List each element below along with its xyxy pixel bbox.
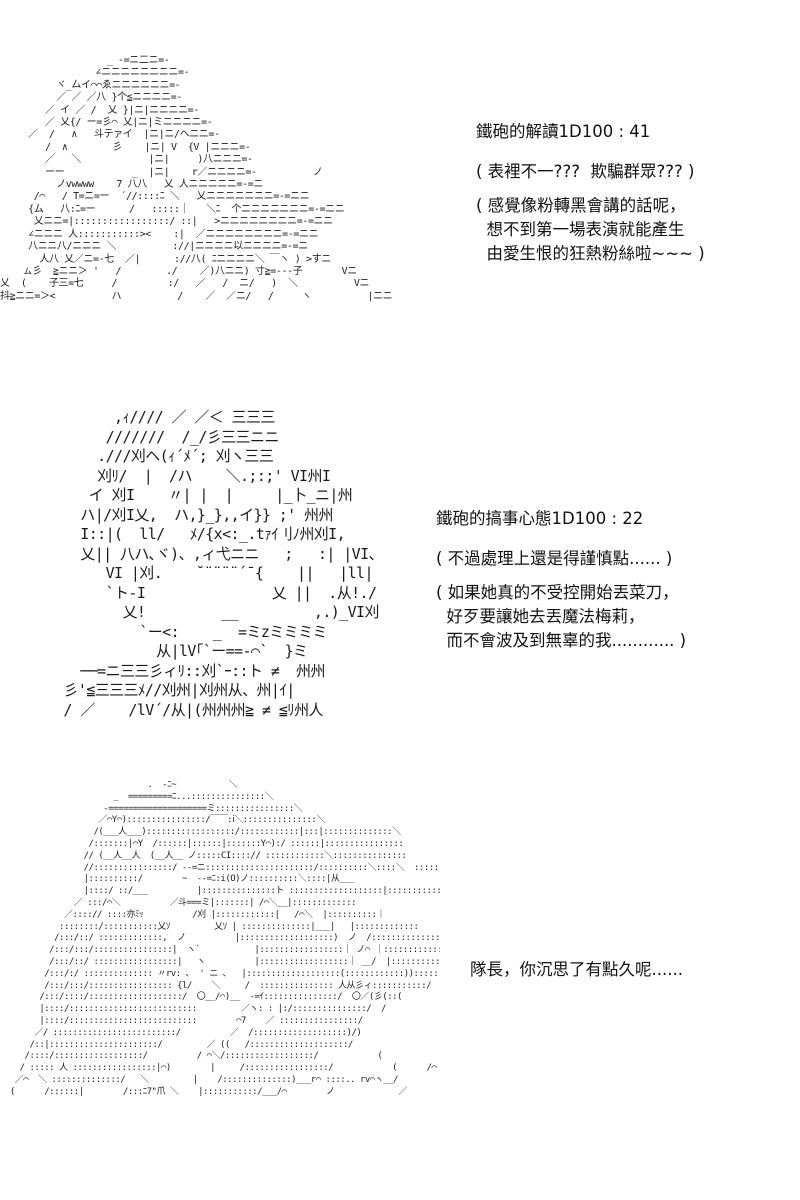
panel-3: . -ﾆ~ ￣￣￣￣￣ ＼ _ =========ﾆ...:::::::::::… (0, 775, 800, 1200)
dice-roll-text: 鐵砲的搞事心態1D100 : 22 (436, 509, 644, 528)
dice-roll-text: 鐵砲的解讀1D100 : 41 (476, 122, 651, 141)
panel-2: ,ｨ//// ／ ／＜ 三三三 /////// /_/彡三三ニニ .///刈ヘ(… (0, 390, 800, 770)
dialogue-block-2: 鐵砲的搞事心態1D100 : 22 ( 不過處理上還是得謹慎點...... ) … (436, 507, 686, 653)
dialogue-text: 隊長，你沉思了有點久呢...... (470, 960, 683, 979)
aside-text: ( 不過處理上還是得謹慎點...... ) (436, 549, 673, 568)
aside-text: ( 表裡不一??? 欺騙群眾??? ) (476, 162, 695, 181)
ascii-art-girl-hat: . -ﾆ~ ￣￣￣￣￣ ＼ _ =========ﾆ...:::::::::::… (9, 780, 440, 1097)
dialogue-block-3: 隊長，你沉思了有點久呢...... (470, 958, 683, 982)
panel-1: _ -=ニ二ニ=- ∠ニニニニニニニニ=- ヾ_厶イ⌒⌒ゑニニニニニニ=- ／ … (0, 0, 800, 380)
ascii-art-girl-long-hair: _ -=ニ二ニ=- ∠ニニニニニニニニ=- ヾ_厶イ⌒⌒ゑニニニニニニ=- ／ … (0, 55, 393, 302)
ascii-art-girl-smirk: ,ｨ//// ／ ／＜ 三三三 /////// /_/彡三三ニニ .///刈ヘ(… (63, 408, 383, 719)
aside-text: ( 如果她真的不受控開始丟菜刀， 好歹要讓她去丟魔法梅莉， 而不會波及到無辜的我… (436, 583, 687, 650)
dialogue-block-1: 鐵砲的解讀1D100 : 41 ( 表裡不一??? 欺騙群眾??? ) ( 感覺… (476, 120, 705, 266)
aside-text: ( 感覺像粉轉黑會講的話呢， 想不到第一場表演就能產生 由愛生恨的狂熱粉絲啦~~… (476, 196, 705, 263)
